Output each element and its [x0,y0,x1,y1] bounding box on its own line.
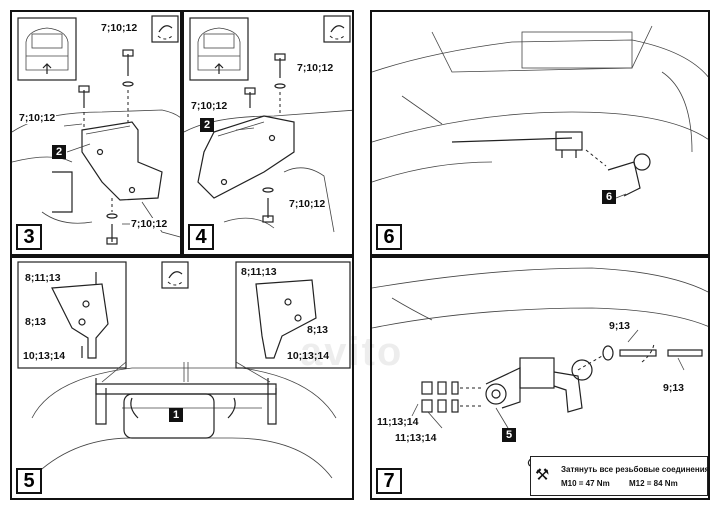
step-4-part-tag: 2 [200,118,214,132]
torque-note-line-1: Затянуть все резьбовые соединения [561,465,710,474]
step-7-part-tag: 5 [502,428,516,442]
step-4-label-bottom: 7;10;12 [288,198,327,210]
step-5-left-label-3: 10;13;14 [22,350,67,362]
step-3-part-tag: 2 [52,145,66,159]
step-7-label-bolt-upper: 9;13 [608,320,632,332]
torque-note-line-2: M10 = 47 Nm [561,479,610,488]
step-5-left-label-1: 8;11;13 [24,272,62,284]
step-4-label-top: 7;10;12 [296,62,335,74]
step-3-label-top: 7;10;12 [100,22,139,34]
step-4-number: 4 [188,224,214,250]
step-6-drawing [372,25,708,199]
panel-step-7: 9;13 9;13 11;13;14 11;13;14 5 ⚒ Затянуть… [370,256,710,500]
step-6-part-tag: 6 [602,190,616,204]
step-5-right-label-2: 8;13 [306,324,330,336]
step-3-label-bottom: 7;10;12 [130,218,169,230]
panel-step-4: 7;10;12 7;10;12 7;10;12 2 4 [182,10,354,256]
step-7-drawing [372,267,708,483]
panel-step-6: 6 6 [370,10,710,256]
panel-step-3: 7;10;12 7;10;12 7;10;12 2 3 [10,10,182,256]
watermark: avito [300,330,404,374]
step-5-number: 5 [16,468,42,494]
step-5-part-tag: 1 [169,408,183,422]
step-7-label-nuts-upper: 11;13;14 [376,416,420,428]
torque-note-line-3: M12 = 84 Nm [629,479,678,488]
step-3-number: 3 [16,224,42,250]
step-5-right-label-3: 10;13;14 [286,350,331,362]
step-4-drawing [184,15,352,233]
panel-step-5: 8;11;13 8;13 10;13;14 8;11;13 8;13 10;13… [10,256,354,500]
wrench-icon: ⚒ [535,465,550,484]
step-6-number: 6 [376,224,402,250]
step-3-label-left: 7;10;12 [18,112,57,124]
step-7-label-bolt-lower: 9;13 [662,382,686,394]
step-5-drawing [17,261,351,479]
torque-note: ⚒ Затянуть все резьбовые соединения M10 … [530,456,708,496]
step-7-number: 7 [376,468,402,494]
step-5-left-label-2: 8;13 [24,316,48,328]
step-5-right-label-1: 8;11;13 [240,266,278,278]
step-4-label-left: 7;10;12 [190,100,229,112]
step-7-label-nuts-lower: 11;13;14 [394,432,438,444]
